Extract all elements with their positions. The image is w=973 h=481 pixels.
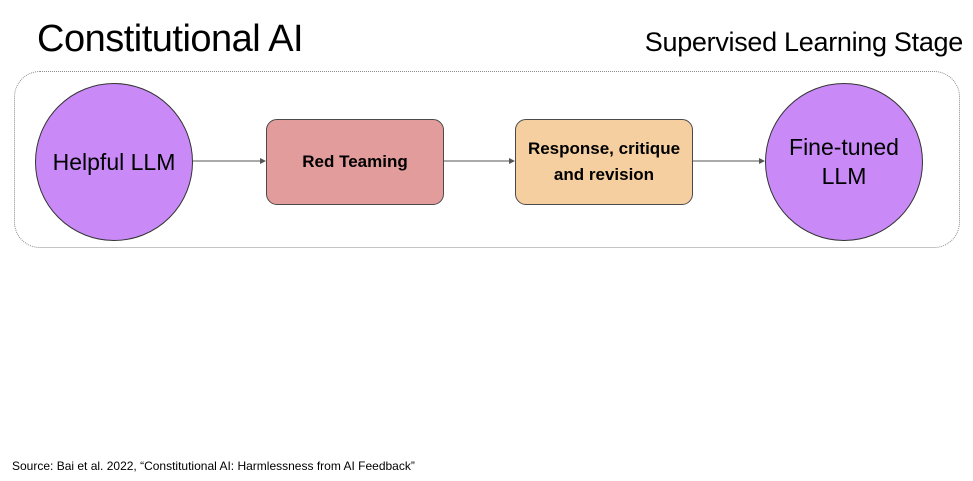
source-citation: Source: Bai et al. 2022, “Constitutional… — [12, 459, 415, 473]
response-critique-revision-label: Response, critique and revision — [527, 139, 681, 184]
stage-frame — [14, 71, 960, 248]
slide-subtitle: Supervised Learning Stage — [644, 27, 964, 57]
red-teaming-label: Red Teaming — [302, 152, 408, 171]
response-critique-revision-node: Response, critique and revision — [515, 119, 693, 205]
fine-tuned-llm-node: Fine-tuned LLM — [765, 83, 923, 241]
helpful-llm-label: Helpful LLM — [52, 148, 176, 175]
fine-tuned-llm-label: Fine-tuned LLM — [789, 134, 899, 189]
helpful-llm-node: Helpful LLM — [35, 83, 193, 241]
red-teaming-node: Red Teaming — [266, 119, 444, 205]
slide-title: Constitutional AI — [37, 18, 304, 60]
